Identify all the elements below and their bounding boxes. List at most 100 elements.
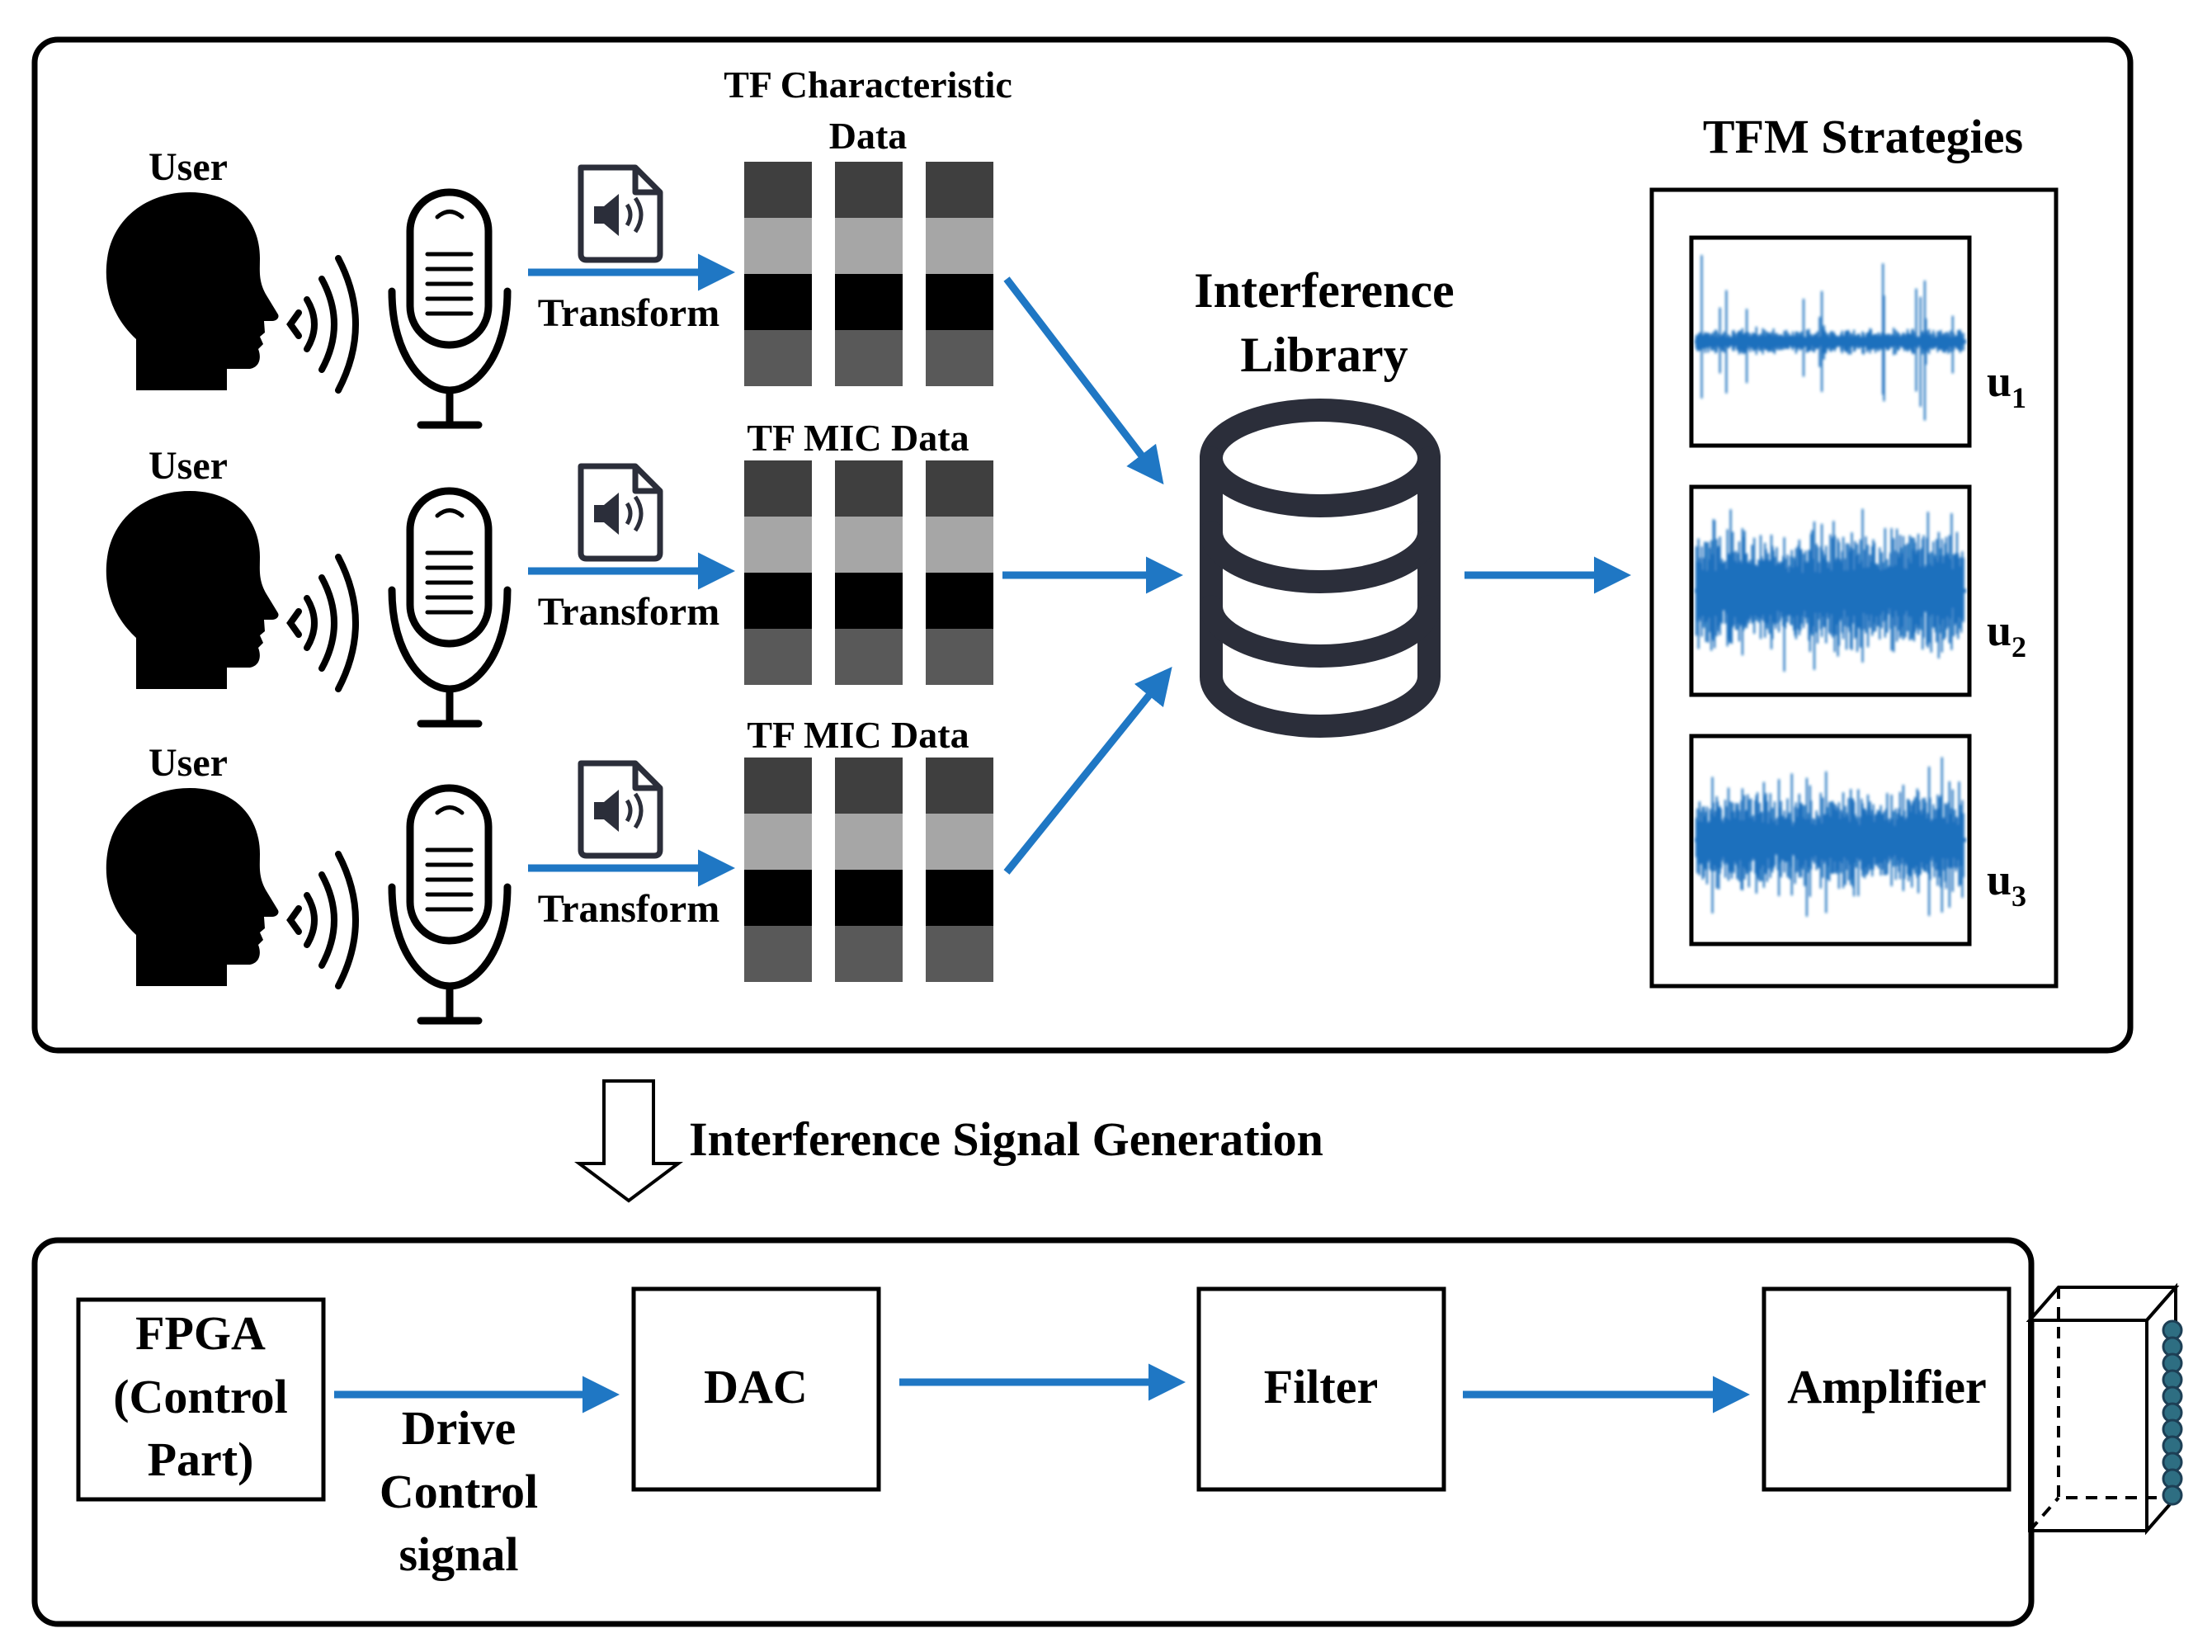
- tf-data-column: [835, 758, 903, 982]
- tf-data-cell: [926, 814, 993, 870]
- tf-data-cell: [835, 870, 903, 926]
- person-head-icon: [106, 788, 279, 986]
- data-title-line-2: Data: [829, 115, 908, 157]
- tf-data-cell: [926, 330, 993, 386]
- dac-label: DAC: [704, 1360, 808, 1414]
- arrow-row1-to-library: [1003, 276, 1164, 485]
- drive-label-line-3: signal: [399, 1527, 518, 1581]
- fpga-label-line-3: Part): [148, 1433, 254, 1486]
- generation-label: Interference Signal Generation: [689, 1112, 1323, 1166]
- drive-label-line-1: Drive: [402, 1401, 516, 1455]
- tf-data-cell: [835, 274, 903, 330]
- audio-file-icon: [578, 760, 663, 859]
- data-title-line-1: TF MIC Data: [747, 714, 969, 756]
- tf-data-cell: [744, 926, 812, 982]
- user-label: User: [149, 741, 228, 785]
- sound-waves-icon: [286, 851, 359, 989]
- drive-label-line-2: Control: [380, 1465, 538, 1518]
- tf-data-cell: [835, 758, 903, 814]
- strategy-label: u1: [1987, 356, 2026, 414]
- tf-data-cell: [926, 218, 993, 274]
- strategy-1: u1: [1689, 235, 2026, 448]
- user-label: User: [149, 145, 228, 189]
- tf-data-cell: [744, 162, 812, 218]
- tf-data-column: [744, 460, 812, 685]
- tf-data-cell: [835, 814, 903, 870]
- strategy-2: u2: [1689, 484, 2026, 697]
- tf-data-cell: [744, 274, 812, 330]
- data-title-line-1: TF Characteristic: [724, 64, 1012, 106]
- tf-data-cell: [835, 573, 903, 629]
- tf-data-cell: [744, 573, 812, 629]
- tf-data-cell: [744, 814, 812, 870]
- user-label: User: [149, 444, 228, 488]
- amplifier-label: Amplifier: [1787, 1360, 1987, 1414]
- audio-file-icon: [578, 463, 663, 562]
- transform-label: Transform: [538, 291, 719, 335]
- tf-data-cell: [835, 926, 903, 982]
- fpga-label-line-1: FPGA: [135, 1306, 266, 1360]
- person-head-icon: [106, 491, 279, 689]
- tfm-strategies: TFM Strategies u1 u2 u3: [1649, 110, 2059, 989]
- interference-library: Interference Library: [1194, 263, 1455, 739]
- waveform-plot: [1695, 508, 1966, 672]
- tf-data-cell: [926, 629, 993, 685]
- generation-step: Interference Signal Generation: [574, 1079, 1323, 1203]
- tf-data-cell: [835, 162, 903, 218]
- tf-data-cell: [744, 870, 812, 926]
- arrow-row3-to-library: [1003, 666, 1172, 875]
- transducer-element: [2162, 1484, 2183, 1506]
- transducer-array-icon: [2026, 1282, 2183, 1536]
- fpga-block: [76, 1297, 326, 1502]
- tf-data-cell: [926, 274, 993, 330]
- tf-data-cell: [926, 926, 993, 982]
- transform-label: Transform: [538, 590, 719, 634]
- strategies-title: TFM Strategies: [1703, 110, 2023, 163]
- tf-data-column: [926, 162, 993, 386]
- library-arrows: [1002, 276, 1631, 875]
- microphone-icon: [388, 188, 512, 429]
- tf-data-cell: [744, 629, 812, 685]
- bottom-panel: [31, 1237, 2035, 1627]
- tf-data-cell: [835, 330, 903, 386]
- tf-data-cell: [835, 517, 903, 573]
- top-panel: [31, 36, 2134, 1054]
- tf-data-cell: [744, 460, 812, 517]
- tf-data-cell: [744, 330, 812, 386]
- tf-data-column: [926, 460, 993, 685]
- microphone-icon: [388, 487, 512, 728]
- amplifier-block: [1762, 1286, 2012, 1492]
- tf-data-cell: [926, 758, 993, 814]
- filter-label: Filter: [1264, 1360, 1378, 1414]
- library-label-line-2: Library: [1240, 328, 1408, 382]
- sound-waves-icon: [286, 554, 359, 692]
- library-label-line-1: Interference: [1194, 263, 1454, 318]
- tf-data-column: [744, 758, 812, 982]
- down-arrow-icon: [574, 1079, 683, 1203]
- tf-data-cell: [926, 460, 993, 517]
- strategy-label: u3: [1987, 855, 2026, 913]
- tf-data-cell: [926, 162, 993, 218]
- microphone-icon: [388, 784, 512, 1025]
- tf-data-column: [835, 460, 903, 685]
- sound-waves-icon: [286, 255, 359, 394]
- tf-data-cell: [744, 517, 812, 573]
- filter-block: [1196, 1286, 1446, 1492]
- tf-data-cell: [926, 870, 993, 926]
- tf-data-cell: [835, 460, 903, 517]
- tf-data-column: [926, 758, 993, 982]
- strategy-3: u3: [1689, 734, 2026, 946]
- tf-data-cell: [835, 629, 903, 685]
- waveform-plot: [1695, 757, 1966, 917]
- strategies-frame: [1649, 187, 2059, 989]
- waveform-plot: [1695, 255, 1966, 421]
- signal-chain-arrows: [334, 1363, 1750, 1414]
- tf-data-column: [744, 162, 812, 386]
- tf-data-cell: [835, 218, 903, 274]
- dac-block: [631, 1286, 881, 1492]
